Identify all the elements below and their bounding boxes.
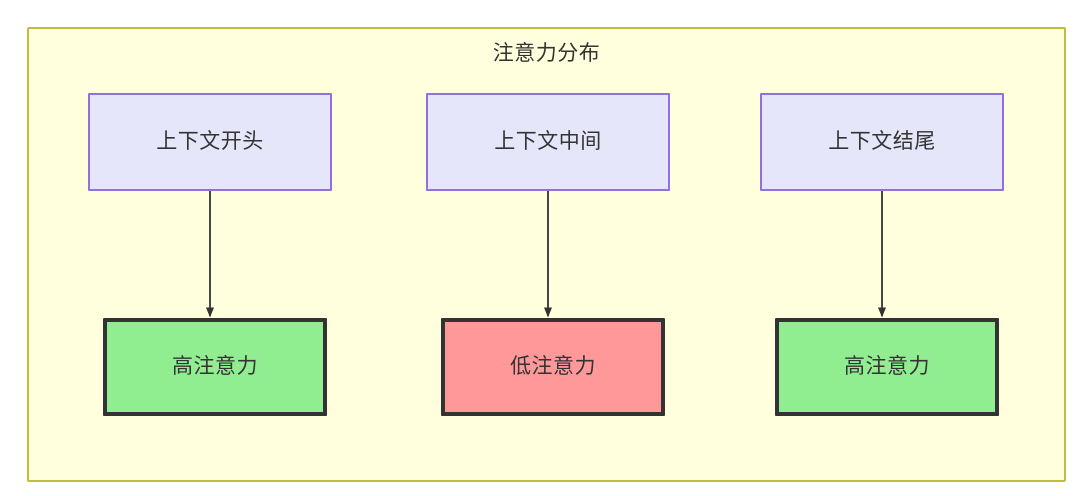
node-attention-low-middle-label: 低注意力	[510, 354, 596, 378]
node-context-middle-label: 上下文中间	[494, 129, 602, 153]
node-attention-high-start-label: 高注意力	[172, 354, 258, 378]
node-context-start[interactable]: 上下文开头	[88, 93, 332, 191]
subgraph-title: 注意力分布	[492, 42, 601, 65]
node-context-end-label: 上下文结尾	[828, 129, 936, 153]
node-context-middle[interactable]: 上下文中间	[426, 93, 670, 191]
node-attention-high-end-label: 高注意力	[844, 354, 930, 378]
node-attention-low-middle[interactable]: 低注意力	[441, 318, 665, 416]
node-attention-high-end[interactable]: 高注意力	[775, 318, 999, 416]
node-context-end[interactable]: 上下文结尾	[760, 93, 1004, 191]
node-attention-high-start[interactable]: 高注意力	[103, 318, 327, 416]
node-context-start-label: 上下文开头	[156, 129, 264, 153]
